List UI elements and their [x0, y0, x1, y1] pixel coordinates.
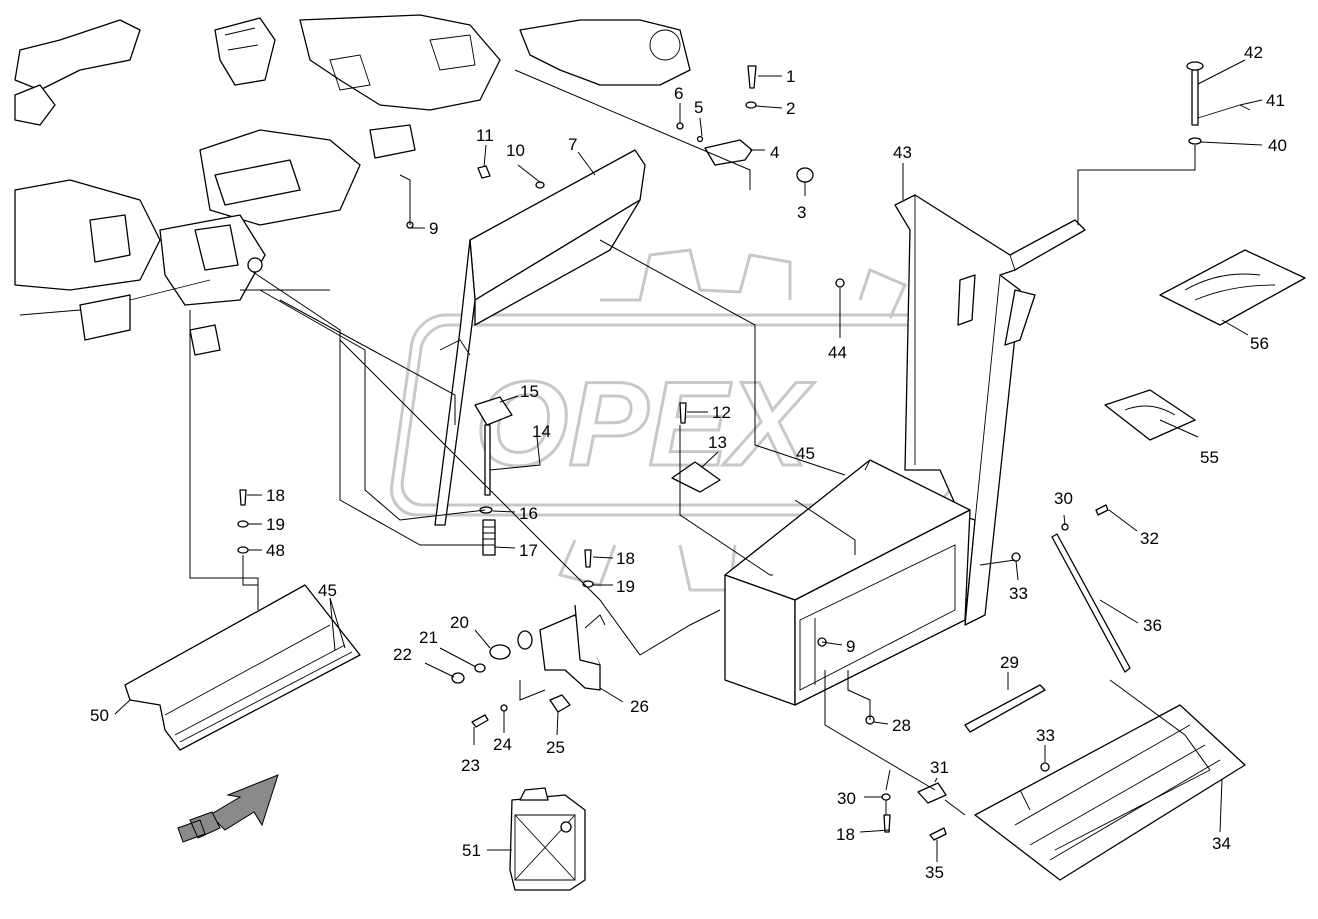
callout-15: 15: [520, 382, 539, 401]
callout-7: 7: [568, 135, 577, 154]
assembly-lines: [189, 69, 1211, 816]
forward-arrow-icon: [177, 774, 279, 843]
latch-part-13: [671, 461, 721, 493]
pin-part-42: [1186, 61, 1251, 145]
callout-19a: 19: [266, 515, 285, 534]
callout-18b: 18: [616, 549, 635, 568]
callout-43: 43: [893, 143, 912, 162]
callout-19b: 19: [616, 577, 635, 596]
callout-41: 41: [1266, 91, 1285, 110]
callout-30a: 30: [1054, 489, 1073, 508]
callout-18a: 18: [266, 486, 285, 505]
mat-part-56: [1159, 249, 1306, 326]
callout-42: 42: [1244, 43, 1263, 62]
callout-45b: 45: [318, 581, 337, 600]
callout-5: 5: [694, 98, 703, 117]
callout-25: 25: [546, 738, 565, 757]
bracket-part-26: [451, 604, 606, 713]
callout-20: 20: [450, 613, 469, 632]
canister-part-51: [509, 787, 586, 891]
callout-35: 35: [925, 863, 944, 882]
callout-9a: 9: [429, 219, 438, 238]
machine-frame-assembly: [14, 14, 691, 356]
floor-plate-part-50: [124, 584, 361, 751]
callout-4: 4: [770, 143, 779, 162]
callout-28: 28: [892, 716, 911, 735]
callout-24: 24: [493, 735, 512, 754]
callout-33a: 33: [1009, 584, 1028, 603]
callout-30b: 30: [837, 789, 856, 808]
hinge-part-4: [704, 139, 814, 183]
callout-31: 31: [930, 758, 949, 777]
callout-18c: 18: [836, 825, 855, 844]
callout-13: 13: [708, 433, 727, 452]
callout-44: 44: [828, 343, 847, 362]
callout-51: 51: [462, 841, 481, 860]
callout-11: 11: [476, 126, 494, 145]
callout-21: 21: [419, 628, 438, 647]
callout-55: 55: [1200, 448, 1219, 467]
callout-36: 36: [1143, 616, 1162, 635]
callout-26: 26: [630, 697, 649, 716]
callout-50: 50: [90, 706, 109, 725]
callout-23: 23: [461, 756, 480, 775]
callout-29: 29: [1000, 653, 1019, 672]
callout-labels: 1 2 3 4 5 6 7 9 9 10 11 12 13 14 15 16 1…: [90, 43, 1287, 882]
bar-part-29: [964, 684, 1046, 733]
side-panel-part-7: [434, 149, 646, 526]
watermark-text: OPEX: [475, 357, 815, 491]
callout-48: 48: [266, 541, 285, 560]
callout-34: 34: [1212, 834, 1231, 853]
callout-leaders: [114, 59, 1263, 862]
callout-56: 56: [1250, 334, 1269, 353]
step-plate-part-34: [974, 704, 1246, 881]
callout-16: 16: [519, 504, 538, 523]
callout-40: 40: [1268, 136, 1287, 155]
callout-22: 22: [393, 645, 412, 664]
fasteners: [237, 65, 1109, 841]
storage-box: [724, 459, 971, 706]
callout-2: 2: [786, 99, 795, 118]
callout-12: 12: [712, 403, 731, 422]
callout-33b: 33: [1036, 726, 1055, 745]
mat-part-55: [1104, 389, 1196, 441]
callout-1: 1: [786, 67, 795, 86]
callout-9b: 9: [846, 637, 855, 656]
callout-10: 10: [506, 141, 525, 160]
callout-14: 14: [532, 422, 551, 441]
callout-17: 17: [519, 541, 538, 560]
callout-32: 32: [1140, 529, 1159, 548]
callout-6: 6: [674, 84, 683, 103]
callout-3: 3: [797, 203, 806, 222]
strut-part-36: [1051, 533, 1131, 673]
callout-45a: 45: [796, 444, 815, 463]
handle-part-15: [474, 396, 513, 556]
